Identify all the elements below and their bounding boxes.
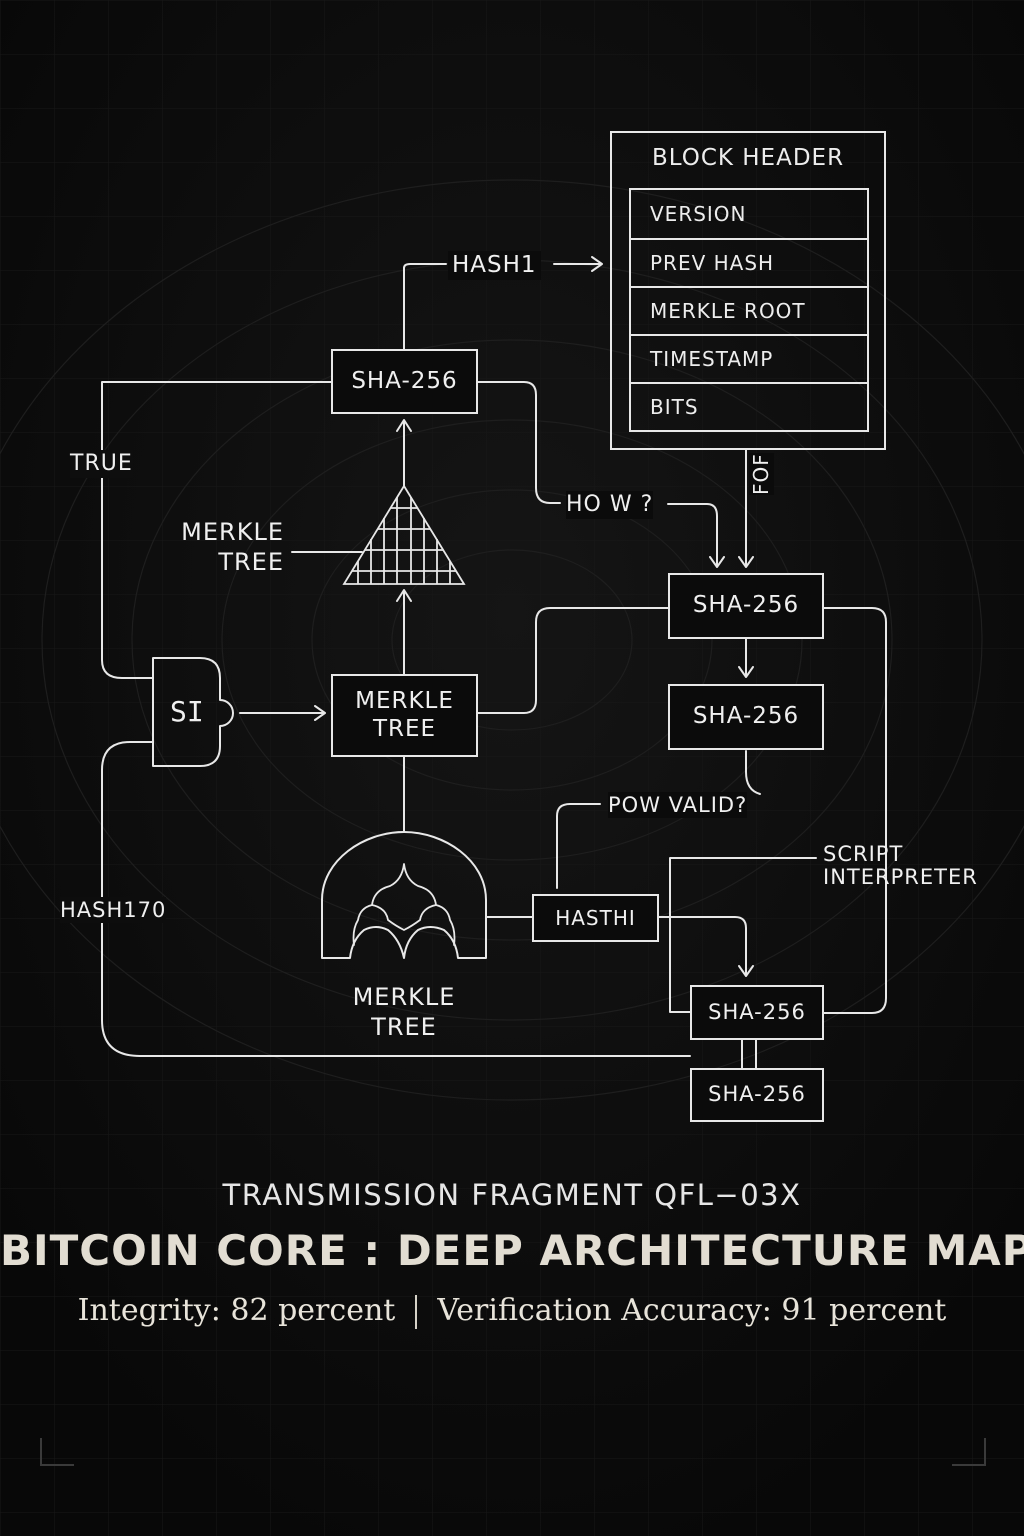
stats-line: Integrity: 82 percent Verification Accura…	[0, 1293, 1024, 1329]
line-true-loop	[101, 381, 332, 679]
accuracy-stat: Verification Accuracy: 91 percent	[437, 1293, 947, 1328]
sha256-node-bottom-2: SHA-256	[690, 1068, 824, 1122]
sha256-node-top: SHA-256	[331, 349, 478, 414]
arrow-how-to-sha-right	[667, 503, 725, 568]
line-merkle-to-sha-right	[477, 607, 669, 714]
line-sha-top-to-how	[477, 381, 561, 504]
how-label: HO W ?	[566, 491, 654, 519]
gate-shape	[152, 657, 234, 767]
script-interpreter-label: SCRIPT INTERPRETER	[823, 842, 978, 890]
block-header: BLOCK HEADER VERSION PREV HASH MERKLE RO…	[610, 131, 886, 450]
line-hash170-loop	[101, 741, 691, 1057]
arrow-merkle-to-pyramid	[396, 589, 412, 675]
corner-mark-left	[40, 1438, 74, 1466]
line-sha-top-to-hash1	[403, 263, 447, 350]
sha256-node-right-1: SHA-256	[668, 573, 824, 639]
subtitle: TRANSMISSION FRAGMENT QFL−03X	[222, 1178, 802, 1212]
field-bits: BITS	[631, 382, 867, 430]
pow-valid-label: POW VALID?	[608, 792, 748, 819]
gate-glyph: SI	[170, 695, 204, 728]
connectors	[101, 256, 887, 1069]
integrity-stat: Integrity: 82 percent	[77, 1293, 396, 1328]
hasthi-node: HASTHI	[532, 894, 659, 942]
arrow-pyramid-to-sha-top	[396, 419, 412, 487]
field-prev-hash: PREV HASH	[631, 238, 867, 286]
merkle-tree-pyramid-label: MERKLE TREE	[181, 518, 284, 576]
stats-divider	[415, 1295, 418, 1329]
merkle-tree-node: MERKLE TREE	[331, 674, 478, 757]
field-merkle-root: MERKLE ROOT	[631, 286, 867, 334]
fof-label: FOF	[749, 453, 774, 495]
field-version: VERSION	[650, 202, 747, 226]
hash170-label: HASH170	[60, 897, 167, 924]
sha256-node-bottom-1: SHA-256	[690, 985, 824, 1040]
merkle-shield-inner	[352, 863, 456, 946]
line-hasthi-to-pow	[556, 803, 601, 889]
merkle-shield-shape	[321, 831, 487, 959]
true-label: TRUE	[70, 450, 133, 478]
line-sha-right-loop	[823, 607, 887, 1014]
line-script-interpreter	[669, 857, 817, 1013]
line-sha-bottom-link	[741, 1039, 757, 1069]
block-header-title: BLOCK HEADER	[651, 145, 845, 171]
corner-mark-right	[952, 1438, 986, 1466]
sha256-node-right-2: SHA-256	[668, 684, 824, 750]
arrow-gate-to-merkle	[239, 705, 326, 721]
merkle-tree-bottom-label: MERKLE TREE	[352, 983, 456, 1041]
arrow-header-to-sha-right	[738, 449, 754, 568]
hash1-label: HASH1	[448, 251, 541, 280]
arrow-sha-right-1-to-2	[738, 638, 754, 678]
field-timestamp: TIMESTAMP	[631, 334, 867, 382]
block-header-fields: VERSION PREV HASH MERKLE ROOT TIMESTAMP …	[629, 188, 869, 432]
arrow-hash1-to-header	[553, 256, 603, 272]
line-sha-right-2-tail	[745, 750, 761, 795]
merkle-pyramid	[342, 484, 466, 585]
arrow-hasthi-to-sha-bottom	[658, 916, 754, 977]
page-title: BITCOIN CORE : DEEP ARCHITECTURE MAP	[0, 1226, 1024, 1275]
